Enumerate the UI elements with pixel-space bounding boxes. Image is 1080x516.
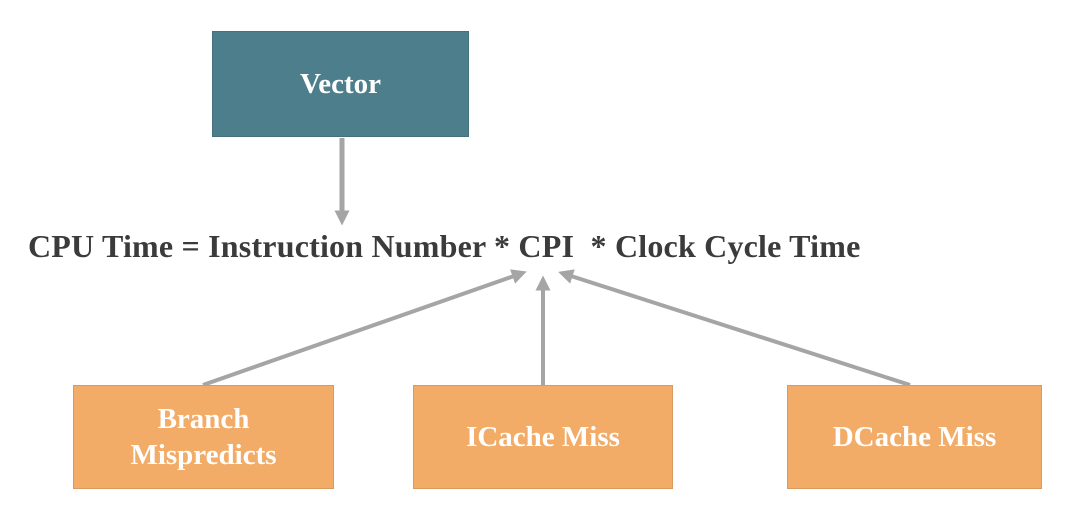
cpu-time-formula: CPU Time = Instruction Number * CPI * Cl… (28, 228, 861, 264)
edge-dcache-miss-to-formula (558, 269, 911, 387)
node-vector-label: Vector (299, 67, 382, 100)
node-branch-mispredicts: Branch Mispredicts (73, 385, 334, 489)
edge-branch-mispredicts-to-formula (202, 269, 527, 387)
node-icache-miss: ICache Miss (413, 385, 673, 489)
node-branch-mispredicts-label: Branch Mispredicts (130, 402, 277, 471)
node-dcache-miss: DCache Miss (787, 385, 1042, 489)
node-dcache-miss-label: DCache Miss (832, 420, 997, 453)
node-vector: Vector (212, 31, 469, 137)
node-icache-miss-label: ICache Miss (466, 420, 620, 453)
